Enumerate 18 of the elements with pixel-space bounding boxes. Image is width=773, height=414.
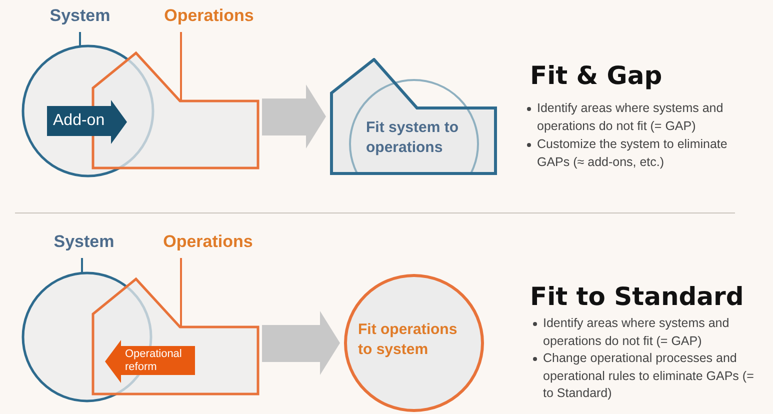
section-title: Fit to Standard <box>530 281 745 313</box>
result-shape: Fit system to operations <box>330 58 497 175</box>
leader-line <box>180 32 182 101</box>
section-title: Fit & Gap <box>530 60 664 92</box>
bullet-text: Change operational processes and operational rules to eliminate GAPs (= to Standard) <box>543 350 755 402</box>
heading-label: Operations <box>157 4 261 28</box>
block-arrow <box>262 311 340 375</box>
heading-label: System <box>42 4 118 28</box>
leader-line <box>79 32 81 46</box>
heading-label: Operations <box>156 230 260 254</box>
heading-label: System <box>46 230 122 254</box>
bullet-text: Identify areas where systems and operations do not fit (= GAP) <box>537 100 724 135</box>
result-circle: Fit operations to system <box>344 274 484 412</box>
block-arrow <box>262 84 326 148</box>
leader-line <box>81 258 83 274</box>
bullet-text: Identify areas where systems and operations do not fit (= GAP) <box>543 315 730 350</box>
bullet-text: Customize the system to eliminate GAPs (≈ add-ons, etc.) <box>537 136 728 171</box>
leader-line <box>180 258 182 327</box>
